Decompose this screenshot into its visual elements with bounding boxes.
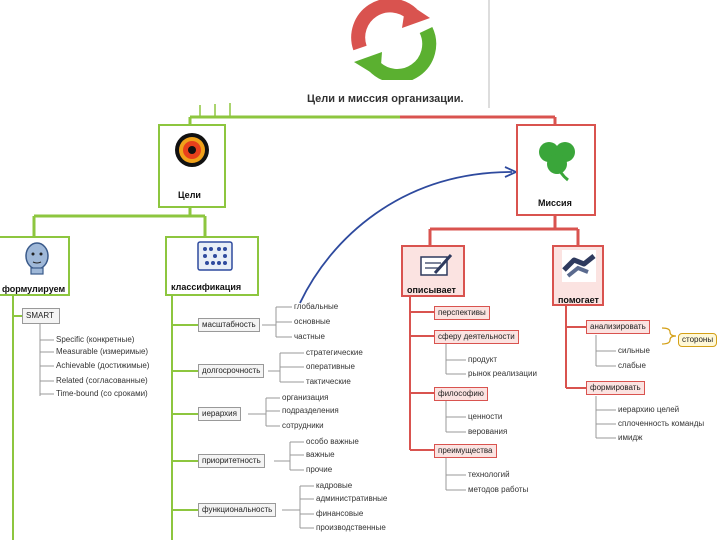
group-item: слабые [618, 361, 646, 370]
document-pen-icon [417, 251, 453, 279]
describes-group[interactable]: сферу деятельности [434, 330, 519, 344]
helps-node[interactable]: помогает [552, 245, 604, 306]
group-item: важные [306, 450, 335, 459]
classify-group-hierarchy[interactable]: иерархия [198, 407, 241, 421]
clover-icon [534, 134, 580, 182]
goals-node[interactable]: Цели [158, 124, 226, 208]
group-item: финансовые [316, 509, 364, 518]
classify-node[interactable]: классификация [165, 236, 259, 296]
mission-label: Миссия [538, 198, 572, 208]
group-item: кадровые [316, 481, 353, 490]
target-icon [174, 132, 210, 168]
group-item: верования [468, 427, 508, 436]
group-item: сплоченность команды [618, 419, 705, 428]
helps-group[interactable]: анализировать [586, 320, 650, 334]
group-item: прочие [306, 465, 333, 474]
smart-item: Time-bound (со сроками) [56, 389, 148, 398]
group-item: основные [294, 317, 331, 326]
classify-group-scale[interactable]: масштабность [198, 318, 260, 332]
classify-group-term[interactable]: долгосрочность [198, 364, 265, 378]
formulate-node[interactable]: формулируем [0, 236, 70, 296]
group-item: продукт [468, 355, 497, 364]
group-item: технологий [468, 470, 510, 479]
sides-label: стороны [678, 333, 718, 347]
formulate-label: формулируем [2, 284, 66, 294]
group-item: подразделения [282, 406, 339, 415]
group-item: ценности [468, 412, 503, 421]
handshake-icon [562, 250, 596, 282]
group-item: тактические [306, 377, 351, 386]
group-item: иерархию целей [618, 405, 680, 414]
describes-group[interactable]: философию [434, 387, 488, 401]
group-item: частные [294, 332, 325, 341]
group-item: сотрудники [282, 421, 324, 430]
group-item: административные [316, 494, 388, 503]
classify-group-function[interactable]: функциональность [198, 503, 277, 517]
head-icon [22, 241, 52, 275]
group-item: имидж [618, 433, 643, 442]
smart-item: Achievable (достижимые) [56, 361, 150, 370]
classify-label: классификация [171, 282, 242, 292]
describes-label: описывает [407, 285, 456, 295]
group-item: сильные [618, 346, 650, 355]
abacus-icon [197, 241, 233, 271]
smart-item: Measurable (измеримые) [56, 347, 149, 356]
smart-item: Specific (конкретные) [56, 335, 135, 344]
group-item: методов работы [468, 485, 529, 494]
describes-group[interactable]: преимущества [434, 444, 497, 458]
helps-label: помогает [558, 295, 599, 305]
group-item: стратегические [306, 348, 363, 357]
group-item: оперативные [306, 362, 355, 371]
group-item: глобальные [294, 302, 339, 311]
describes-group[interactable]: перспективы [434, 306, 490, 320]
group-item: производственные [316, 523, 386, 532]
cycle-arrows-icon [340, 0, 445, 83]
classify-group-priority[interactable]: приоритетность [198, 454, 265, 468]
smart-item: Related (согласованные) [56, 376, 148, 385]
group-item: организация [282, 393, 329, 402]
map-title: Цели и миссия организации. [307, 93, 464, 105]
helps-group[interactable]: формировать [586, 381, 645, 395]
describes-node[interactable]: описывает [401, 245, 465, 297]
group-item: особо важные [306, 437, 359, 446]
group-item: рынок реализации [468, 369, 537, 378]
goals-label: Цели [178, 190, 201, 200]
smart-node[interactable]: SMART [22, 308, 60, 324]
mission-node[interactable]: Миссия [516, 124, 596, 216]
